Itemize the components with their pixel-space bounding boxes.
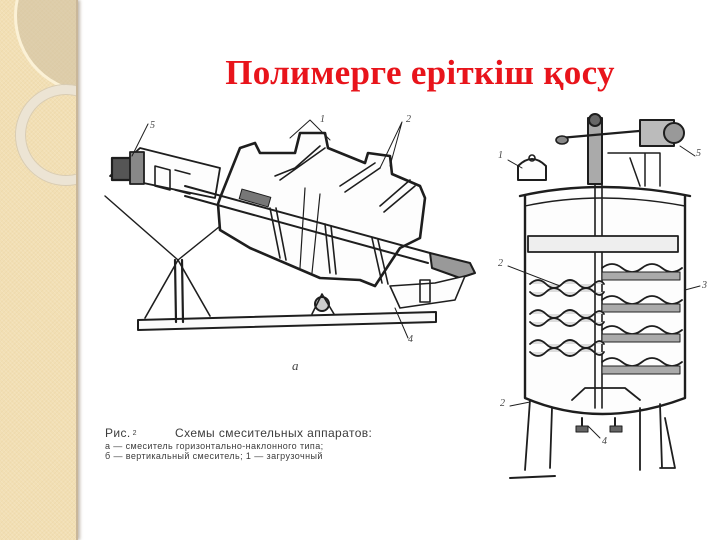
horizontal-mixer-drawing (104, 119, 476, 339)
decorative-ring (16, 85, 78, 185)
callout-5-left: 5 (150, 120, 155, 131)
callout-2-right: 2 (498, 258, 503, 269)
callout-2-left: 2 (406, 114, 411, 125)
decorative-sidebar (0, 0, 78, 540)
caption-line-a: а — смеситель горизонтально-наклонного т… (105, 441, 324, 451)
callout-1-right: 1 (498, 150, 503, 161)
callout-4-right: 4 (602, 436, 607, 447)
mixer-diagram-figure: 5 1 2 4 а (90, 108, 720, 508)
sublabel-a: а (292, 358, 299, 373)
callout-5-right: 5 (696, 148, 701, 159)
vertical-mixer-drawing (507, 113, 701, 479)
decorative-circle-large (14, 0, 78, 94)
sidebar-edge (76, 0, 78, 540)
callout-1-left: 1 (320, 114, 325, 125)
caption-fig-label: Рис.2 (105, 426, 137, 440)
callout-2b-right: 2 (500, 398, 505, 409)
callout-4-left: 4 (408, 334, 413, 345)
caption-line-b: б — вертикальный смеситель; 1 — загрузоч… (105, 451, 323, 461)
callout-3-right: 3 (702, 280, 707, 291)
figure-caption: Рис.2 Схемы смесительных аппаратов: а — … (105, 426, 455, 461)
caption-heading: Схемы смесительных аппаратов: (175, 426, 373, 440)
slide-title: Полимерге еріткіш қосу (225, 53, 615, 92)
